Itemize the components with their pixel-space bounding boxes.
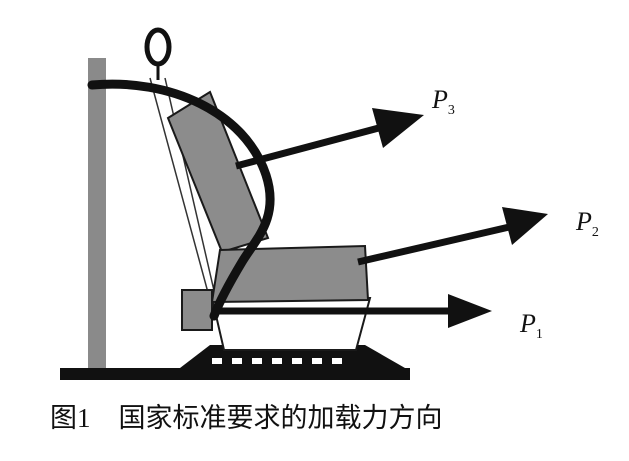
lower-anchor-block <box>181 289 213 331</box>
seat-loading-diagram: P3 P2 P1 <box>60 27 599 380</box>
label-p1: P1 <box>519 309 543 342</box>
floor-bar <box>60 368 410 380</box>
seat-pedestal <box>210 297 372 351</box>
label-p3: P3 <box>431 85 455 118</box>
figure-number: 图1 <box>50 403 91 433</box>
figure-caption: 图1 国家标准要求的加载力方向 <box>50 396 610 440</box>
label-p2: P2 <box>575 207 599 240</box>
vertical-pillar <box>88 58 106 368</box>
arrow-p3 <box>235 108 424 170</box>
shoulder-belt <box>87 79 275 321</box>
figure-title: 国家标准要求的加载力方向 <box>118 403 443 434</box>
upper-anchor-ring <box>144 27 172 67</box>
arrow-p2 <box>357 207 548 266</box>
arrow-p1 <box>214 294 492 328</box>
seat-cushion <box>210 244 370 304</box>
